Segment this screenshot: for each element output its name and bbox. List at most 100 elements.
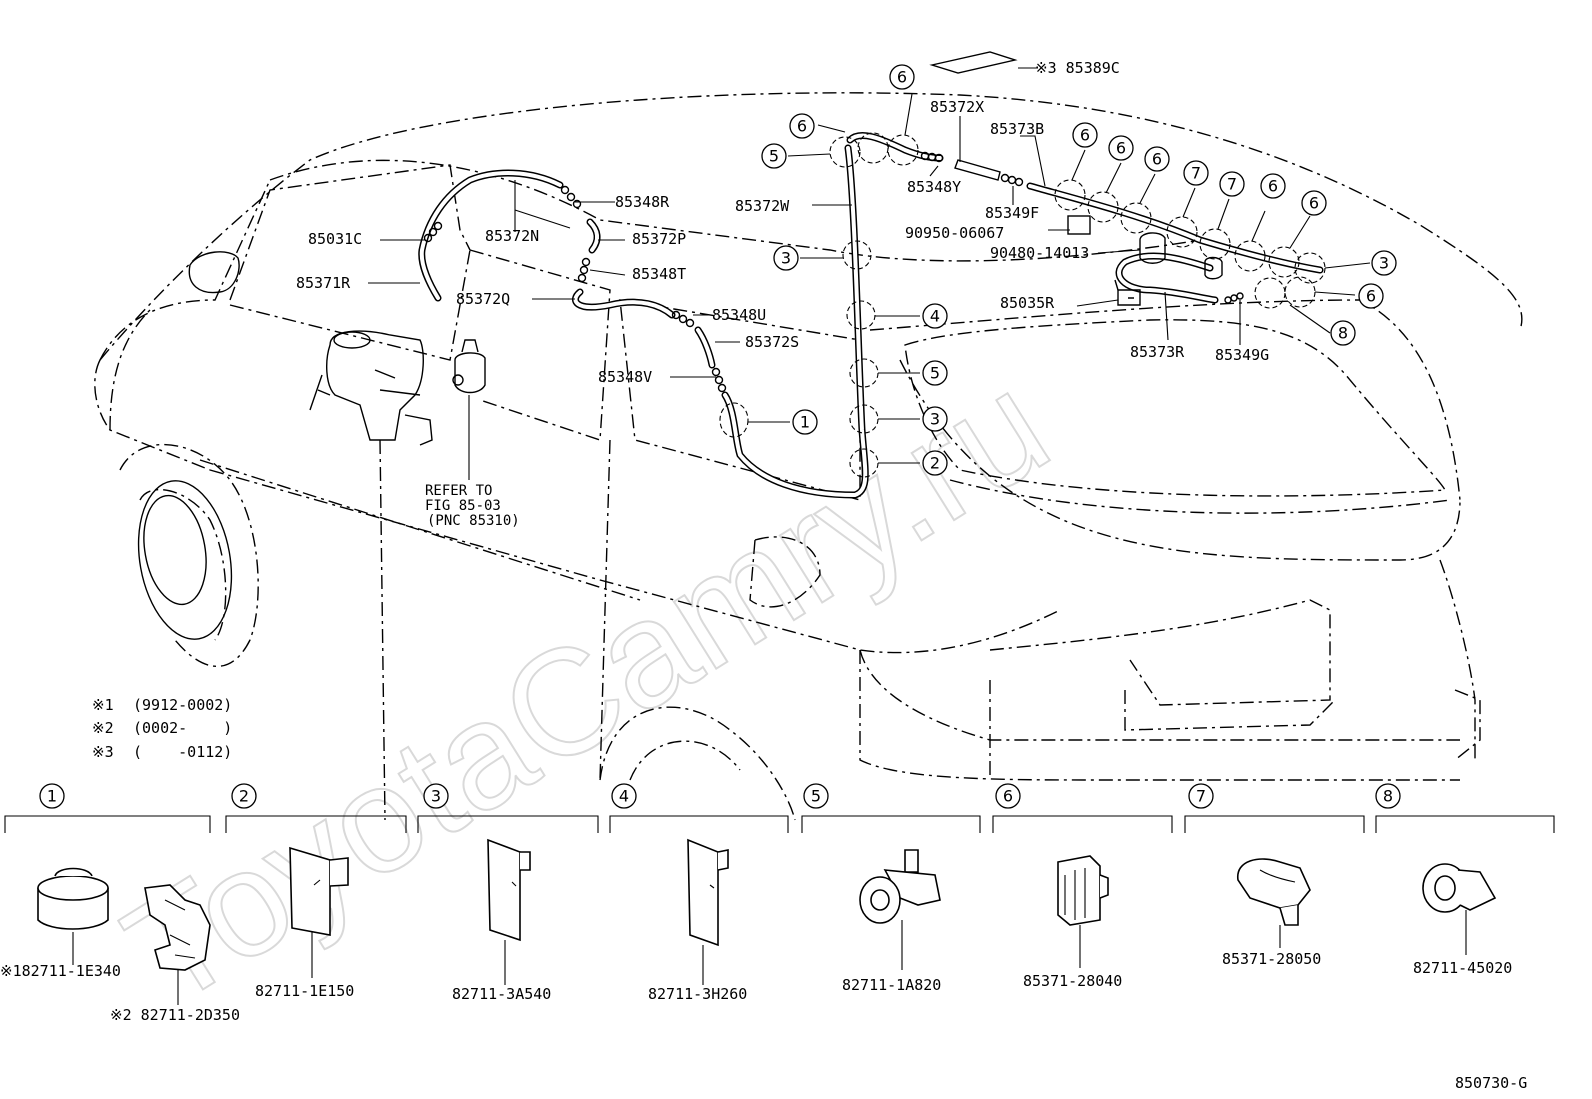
callout-85348Y: 85348Y [907, 178, 961, 196]
hose-route [418, 132, 1324, 499]
clip-part-5: 82711-1A820 [842, 976, 941, 994]
clip-icon-7 [1237, 858, 1311, 948]
svg-text:3: 3 [1379, 254, 1389, 273]
clip-icon-1b [144, 884, 211, 1005]
washer-pump [452, 339, 486, 480]
clip-icon-3 [487, 838, 531, 985]
marker-6-e: 6 [1144, 146, 1170, 172]
svg-text:6: 6 [1309, 194, 1319, 213]
refer-note-line2: FIG 85-03 [425, 498, 501, 514]
callout-85035R: 85035R [1000, 294, 1055, 312]
clip-section-5: 5 82711-1A820 [801, 783, 981, 994]
clip-part-1a: ※182711-1E340 [0, 962, 121, 980]
leader-lines [368, 67, 1371, 464]
svg-text:6: 6 [1003, 787, 1013, 806]
marker-6-d: 6 [1108, 135, 1134, 161]
callout-85348T: 85348T [632, 265, 686, 283]
clip-part-2: 82711-1E150 [255, 982, 354, 1000]
marker-6-a: 6 [889, 64, 915, 90]
clip-section-1: 1 ※182711-1E340 ※2 82711-2D350 [0, 783, 240, 1024]
svg-text:5: 5 [930, 364, 940, 383]
clip-part-4: 82711-3H260 [648, 985, 747, 1003]
clip-part-7: 85371-28050 [1222, 950, 1321, 968]
footnote-2-text: (0002- ) [133, 719, 232, 737]
marker-6-c: 6 [1072, 122, 1098, 148]
clip-section-8: 8 82711-45020 [1375, 783, 1555, 977]
marker-6-f: 6 [1260, 173, 1286, 199]
clip-part-3: 82711-3A540 [452, 985, 551, 1003]
svg-text:2: 2 [239, 787, 249, 806]
svg-text:6: 6 [797, 117, 807, 136]
footnote-1-mark: ※1 [92, 696, 114, 714]
marker-8: 8 [1330, 320, 1356, 346]
marker-1: 1 [792, 409, 818, 435]
callout-90950-06067: 90950-06067 [905, 224, 1004, 242]
clip-icon-8 [1422, 863, 1497, 955]
callout-85349F: 85349F [985, 204, 1039, 222]
figure-code: 850730-G [1455, 1074, 1527, 1092]
washer-tank [309, 330, 433, 446]
marker-7-b: 7 [1219, 171, 1245, 197]
marker-5-a: 5 [761, 143, 787, 169]
marker-5-b: 5 [922, 360, 948, 386]
clip-section-6: 6 85371-28040 [992, 783, 1173, 990]
clip-icon-5 [859, 849, 941, 970]
svg-text:6: 6 [897, 68, 907, 87]
clip-part-8: 82711-45020 [1413, 959, 1512, 977]
callout-85348U: 85348U [712, 306, 766, 324]
marker-3-a: 3 [1371, 250, 1397, 276]
footnote-3-text: ( -0112) [133, 743, 232, 761]
clip-section-4: 4 82711-3H260 [609, 783, 789, 1003]
clip-icon-4 [687, 838, 729, 985]
footnote-2-mark: ※2 [92, 719, 114, 737]
callout-85348V: 85348V [598, 368, 652, 386]
clip-icon-1a [37, 867, 109, 965]
marker-3-c: 3 [922, 406, 948, 432]
svg-text:2: 2 [930, 454, 940, 473]
callout-85372X: 85372X [930, 98, 984, 116]
callout-85371R: 85371R [296, 274, 351, 292]
refer-note-line1: REFER TO [425, 483, 492, 499]
svg-text:7: 7 [1196, 787, 1206, 806]
svg-text:6: 6 [1116, 139, 1126, 158]
callout-85373R: 85373R [1130, 343, 1185, 361]
clip-icon-2 [289, 846, 349, 978]
callout-90480-14013: 90480-14013 [990, 244, 1089, 262]
marker-3-b: 3 [773, 245, 799, 271]
clip-part-6: 85371-28040 [1023, 972, 1122, 990]
svg-text:3: 3 [431, 787, 441, 806]
callout-85372W: 85372W [735, 197, 790, 215]
marker-2: 2 [922, 450, 948, 476]
clip-section-3: 3 82711-3A540 [417, 783, 599, 1003]
footnote-3-mark: ※3 [92, 743, 114, 761]
svg-text:4: 4 [930, 307, 940, 326]
svg-text:7: 7 [1227, 175, 1237, 194]
svg-text:7: 7 [1191, 164, 1201, 183]
svg-text:3: 3 [930, 410, 940, 429]
marker-6-h: 6 [1358, 283, 1384, 309]
callout-85372S: 85372S [745, 333, 799, 351]
vehicle-outline [94, 92, 1523, 821]
clip-section-2: 2 82711-1E150 [225, 783, 407, 1000]
marker-7-a: 7 [1183, 160, 1209, 186]
svg-text:8: 8 [1338, 324, 1348, 343]
callout-85348R: 85348R [615, 193, 670, 211]
refer-note-line3: (PNC 85310) [427, 513, 520, 529]
footnote-1-text: (9912-0002) [133, 696, 232, 714]
clip-icon-6 [1057, 855, 1109, 968]
callout-85389C: ※3 85389C [1035, 59, 1120, 77]
svg-text:1: 1 [47, 787, 57, 806]
part-callouts: ※3 85389C 85372X 85373B 85348Y 85349F 90… [296, 59, 1269, 386]
svg-text:6: 6 [1366, 287, 1376, 306]
svg-text:6: 6 [1080, 126, 1090, 145]
marker-6-b: 6 [789, 113, 815, 139]
callout-85373B: 85373B [990, 120, 1044, 138]
svg-text:5: 5 [769, 147, 779, 166]
callout-85031C: 85031C [308, 230, 362, 248]
svg-text:6: 6 [1152, 150, 1162, 169]
callout-85372P: 85372P [632, 230, 686, 248]
svg-text:8: 8 [1383, 787, 1393, 806]
marker-4: 4 [922, 303, 948, 329]
